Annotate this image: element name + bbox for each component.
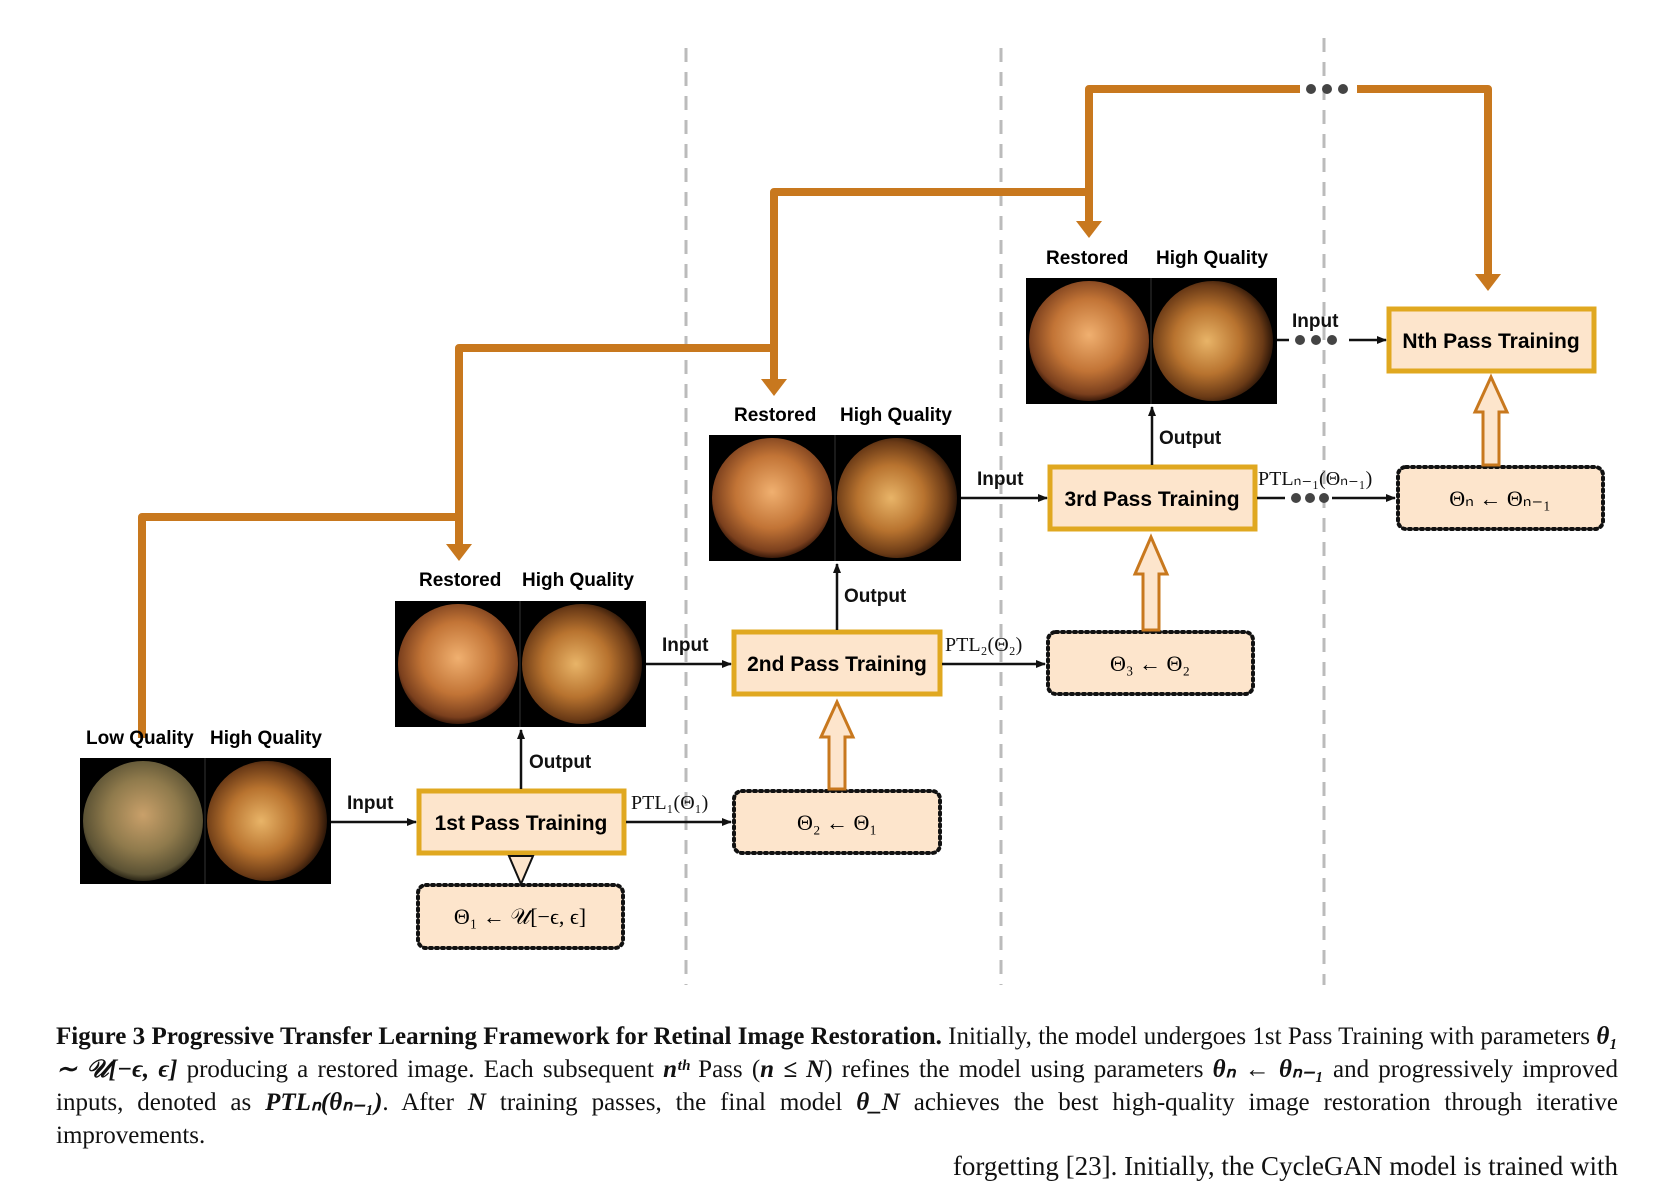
param-box-3: Θ₃ ← Θ₂ xyxy=(1046,630,1255,696)
input-label-n: Input xyxy=(1292,311,1339,332)
caption-text-7: training passes, the final model xyxy=(485,1089,857,1116)
caption-math-5: PTLₙ(θₙ₋₁) xyxy=(265,1089,383,1116)
figure-caption: Figure 3 Progressive Transfer Learning F… xyxy=(56,1020,1618,1152)
fundus-image-high-quality-3 xyxy=(837,438,957,558)
pass-label-2: 2nd Pass Training xyxy=(747,653,927,676)
caption-math-7: θ_N xyxy=(856,1089,900,1116)
feedback-arrow-2 xyxy=(455,344,778,517)
body-text-tail: forgetting [23]. Initially, the CycleGAN… xyxy=(952,1151,1618,1181)
param-label-3: Θ₃ ← Θ₂ xyxy=(1110,651,1190,676)
label-restored-3: Restored xyxy=(1046,248,1128,269)
caption-math-2: nᵗʰ xyxy=(663,1056,689,1083)
caption-math-1: θ₁ ∼ 𝒰[−ϵ, ϵ] xyxy=(56,1023,1619,1083)
param-box-n: Θₙ ← Θₙ₋₁ xyxy=(1396,465,1605,531)
transfer-arrow-n xyxy=(1472,373,1510,467)
fundus-image-high-quality-1 xyxy=(207,761,327,881)
feedback-arrow-5 xyxy=(1357,85,1492,278)
label-low-quality: Low Quality xyxy=(86,728,194,749)
caption-math-6: N xyxy=(467,1089,486,1116)
ptl-label-n: PTLₙ₋₁(Θₙ₋₁) xyxy=(1258,468,1372,490)
pass-label-3: 3rd Pass Training xyxy=(1064,488,1239,511)
fundus-image-high-quality-2 xyxy=(522,604,642,724)
fundus-image-restored-3 xyxy=(1029,281,1149,401)
param-label-n: Θₙ ← Θₙ₋₁ xyxy=(1449,486,1551,511)
label-restored-2: Restored xyxy=(734,405,816,426)
param-box-1: Θ₁ ← 𝒰[−ϵ, ϵ] xyxy=(416,883,625,950)
figure-label: Figure 3 xyxy=(56,1023,146,1050)
pass-box-2: 2nd Pass Training xyxy=(731,629,943,697)
output-label-1: Output xyxy=(529,752,592,773)
feedback-arrows xyxy=(138,85,1492,738)
pass-label-n: Nth Pass Training xyxy=(1402,330,1579,353)
input-label-2: Input xyxy=(662,635,709,656)
caption-text-6: . After xyxy=(382,1089,468,1116)
fundus-image-restored-2 xyxy=(712,438,832,558)
caption-math-4: θₙ ← θₙ₋₁ xyxy=(1212,1056,1324,1083)
image-pair-input xyxy=(80,758,331,884)
label-high-quality-3: High Quality xyxy=(840,405,952,426)
ellipsis-dots-top xyxy=(1306,84,1348,94)
caption-text-8: achieves the best high-quality image res… xyxy=(56,1089,1618,1149)
label-restored-1: Restored xyxy=(419,570,501,591)
caption-text-3: Pass ( xyxy=(688,1056,761,1083)
image-pair-pass3-output xyxy=(1026,278,1277,404)
ptl-label-1: PTL₁(Θ₁) xyxy=(631,792,708,814)
transfer-arrow-3 xyxy=(1132,533,1170,632)
label-high-quality-1: High Quality xyxy=(210,728,322,749)
fundus-image-high-quality-4 xyxy=(1153,281,1273,401)
image-pair-pass2-output xyxy=(709,435,961,561)
init-triangle xyxy=(507,855,535,887)
output-label-2: Output xyxy=(844,586,907,607)
param-box-2: Θ₂ ← Θ₁ xyxy=(732,789,942,855)
label-high-quality-2: High Quality xyxy=(522,570,634,591)
framework-diagram: Low Quality High Quality Restored High Q… xyxy=(80,38,1605,985)
ellipsis-dots-mid xyxy=(1291,335,1337,503)
caption-text-1: Initially, the model undergoes 1st Pass … xyxy=(941,1023,1597,1050)
transfer-arrows xyxy=(818,373,1510,791)
pass-box-3: 3rd Pass Training xyxy=(1047,464,1258,532)
feedback-arrow-4 xyxy=(1085,85,1300,192)
output-label-3: Output xyxy=(1159,428,1222,449)
fundus-image-restored-1 xyxy=(398,604,518,724)
caption-text-2: producing a restored image. Each subsequ… xyxy=(177,1056,664,1083)
pass-label-1: 1st Pass Training xyxy=(435,812,608,835)
label-high-quality-4: High Quality xyxy=(1156,248,1268,269)
feedback-arrowheads xyxy=(446,221,1501,561)
caption-text-5: and progressively improved inputs, denot… xyxy=(56,1056,1619,1116)
caption-math-3: n ≤ N xyxy=(760,1056,825,1083)
feedback-arrow-3 xyxy=(770,188,1093,348)
pass-box-1: 1st Pass Training xyxy=(416,788,627,856)
pass-dividers xyxy=(684,38,1326,985)
input-label-1: Input xyxy=(347,793,394,814)
fundus-image-low-quality xyxy=(83,761,203,881)
input-label-3: Input xyxy=(977,469,1024,490)
param-label-1: Θ₁ ← 𝒰[−ϵ, ϵ] xyxy=(454,904,586,929)
transfer-arrow-2 xyxy=(818,698,856,791)
figure-title: Progressive Transfer Learning Framework … xyxy=(151,1023,942,1050)
param-label-2: Θ₂ ← Θ₁ xyxy=(797,810,877,835)
ptl-label-2: PTL₂(Θ₂) xyxy=(945,634,1022,656)
feedback-arrow-1 xyxy=(138,513,463,738)
image-pair-pass1-output xyxy=(395,601,646,727)
pass-box-n: Nth Pass Training xyxy=(1386,306,1597,374)
caption-text-4: ) refines the model using parameters xyxy=(824,1056,1213,1083)
